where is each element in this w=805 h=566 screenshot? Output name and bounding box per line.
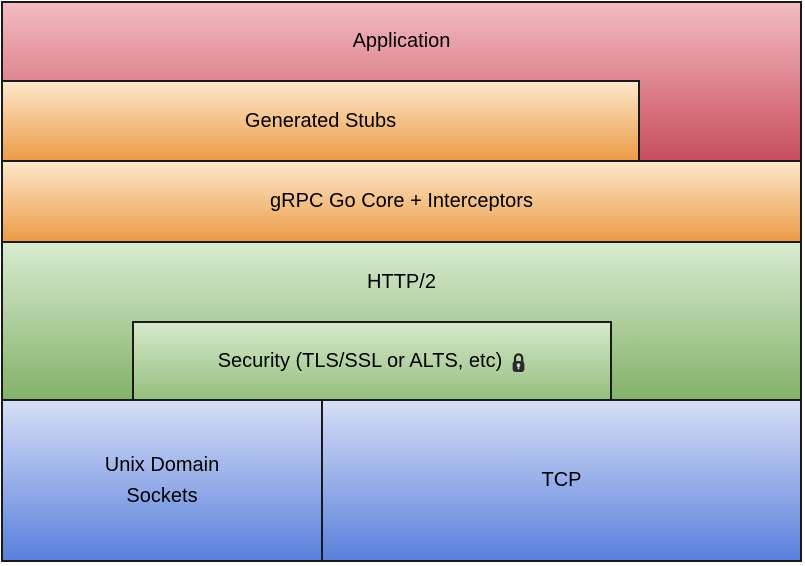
lock-icon <box>512 352 525 372</box>
tcp-label: TCP <box>541 469 582 491</box>
layer-grpc-core: gRPC Go Core + Interceptors <box>1 160 802 243</box>
grpc-core-label: gRPC Go Core + Interceptors <box>270 190 533 212</box>
application-label-zone: Application <box>3 3 800 80</box>
layer-unix-domain-sockets: Unix Domain Sockets <box>1 399 323 562</box>
layer-security: Security (TLS/SSL or ALTS, etc) <box>132 321 612 401</box>
generated-stubs-label: Generated Stubs <box>244 109 397 132</box>
layer-generated-stubs: Generated Stubs <box>1 80 640 162</box>
layer-tcp: TCP <box>321 399 802 562</box>
http2-label: HTTP/2 <box>367 270 436 293</box>
http2-label-zone: HTTP/2 <box>3 243 800 321</box>
unix-domain-sockets-label: Unix Domain Sockets <box>104 453 220 507</box>
security-label: Security (TLS/SSL or ALTS, etc) <box>217 349 503 372</box>
application-label: Application <box>352 30 451 52</box>
